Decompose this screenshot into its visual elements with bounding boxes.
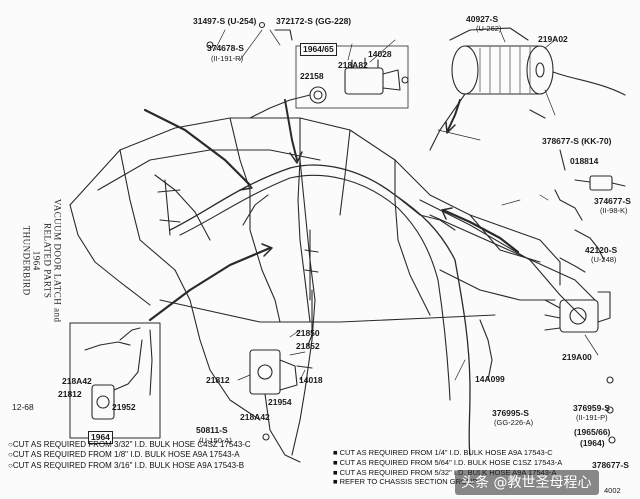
- box-1964-65: [295, 45, 409, 109]
- part-label-14028: 14028: [368, 49, 392, 59]
- inset-label-1964: 1964: [88, 431, 113, 444]
- side-title-line1: VACUUM DOOR LATCH and RELATED PARTS: [42, 198, 63, 323]
- door-latch-actuator-21812: [249, 349, 298, 395]
- part-label-40927-code: (U-262): [476, 24, 502, 33]
- hose-notes-right: ■ CUT AS REQUIRED FROM 1/4" I.D. BULK HO…: [333, 448, 562, 487]
- inset-label-218a42: 218A42: [62, 376, 92, 386]
- part-label-376959-code: (II-191-P): [576, 413, 608, 422]
- part-label-376959: 376959-S: [573, 403, 610, 413]
- side-title-line3: THUNDERBIRD: [21, 225, 32, 296]
- part-label-42120-code: (U-248): [591, 255, 617, 264]
- part-label-50811: 50811-S: [196, 425, 228, 435]
- car-body-outline: [69, 117, 561, 286]
- part-label-21954: 21954: [268, 397, 292, 407]
- part-label-378677b: 378677-S: [592, 460, 629, 470]
- part-label-1965-66: (1965/66): [574, 427, 611, 437]
- part-label-374678-code: (II-191-R): [211, 54, 244, 63]
- side-title: VACUUM DOOR LATCH and RELATED PARTS 1964…: [21, 181, 63, 341]
- switch-018814: [589, 175, 613, 191]
- note-left-2: ○CUT AS REQUIRED FROM 1/8" I.D. BULK HOS…: [8, 450, 240, 460]
- part-label-1964: (1964): [580, 438, 605, 448]
- inset-1964-box: [69, 322, 161, 439]
- part-label-21852: 21852: [296, 341, 320, 351]
- vacuum-hose-main: [169, 164, 471, 456]
- door-latch-valve-218a82: [309, 57, 401, 104]
- page-reference: 12-68: [12, 402, 34, 412]
- part-label-374678: 374678-S: [207, 43, 244, 53]
- part-label-374677: 374677-S: [594, 196, 631, 206]
- door-lock-valve-219a00: [544, 291, 611, 333]
- part-label-21850: 21850: [296, 328, 320, 338]
- inset-label-21812: 21812: [58, 389, 82, 399]
- part-label-22158: 22158: [300, 71, 324, 81]
- part-label-31497: 31497-S (U-254): [193, 16, 257, 26]
- inset-latch-assembly: [84, 327, 153, 420]
- note-left-3: ○CUT AS REQUIRED FROM 3/16" I.D. BULK HO…: [8, 460, 245, 470]
- watermark: 头条 @教世圣母程心: [455, 470, 600, 495]
- inset-label-21952: 21952: [112, 402, 136, 412]
- part-label-40927: 40927-S: [466, 14, 499, 24]
- part-label-372172: 372172-S (GG-228): [276, 16, 352, 26]
- part-label-219a02: 219A02: [538, 34, 568, 44]
- part-label-21812: 21812: [206, 375, 230, 385]
- part-label-374677-code: (II-98-K): [600, 206, 628, 215]
- part-label-218a42: 218A42: [240, 412, 270, 422]
- part-label-219a00: 219A00: [562, 352, 592, 362]
- part-label-378677: 378677-S (KK-70): [542, 136, 612, 146]
- side-title-line2: 1964: [32, 250, 42, 271]
- part-label-14018: 14018: [299, 375, 323, 385]
- figure-number: 4002: [604, 486, 621, 495]
- hose-notes-left: ○CUT AS REQUIRED FROM 3/32" I.D. BULK HO…: [8, 440, 251, 471]
- part-label-1964-65: 1964/65: [300, 43, 337, 56]
- part-label-018814: 018814: [570, 156, 599, 166]
- part-label-218a82: 218A82: [338, 60, 368, 70]
- part-label-376995-code: (GG-226-A): [494, 418, 534, 427]
- note-right-1: ■ CUT AS REQUIRED FROM 1/4" I.D. BULK HO…: [333, 448, 553, 457]
- note-right-4: ■ REFER TO CHASSIS SECTION GROUP: [333, 477, 478, 487]
- part-label-376995: 376995-S: [492, 408, 529, 418]
- note-right-2: ■ CUT AS REQUIRED FROM 5/64" I.D. BULK H…: [333, 457, 563, 467]
- note-left-1: ○CUT AS REQUIRED FROM 3/32" I.D. BULK HO…: [8, 440, 251, 449]
- part-label-50811-code: (U-150-A): [199, 436, 232, 445]
- note-right-3: ■ CUT AS REQUIRED FROM 5/32" I.D. BULK H…: [333, 467, 557, 477]
- part-label-14a099: 14A099: [475, 374, 505, 384]
- part-label-42120: 42120-S: [585, 245, 618, 255]
